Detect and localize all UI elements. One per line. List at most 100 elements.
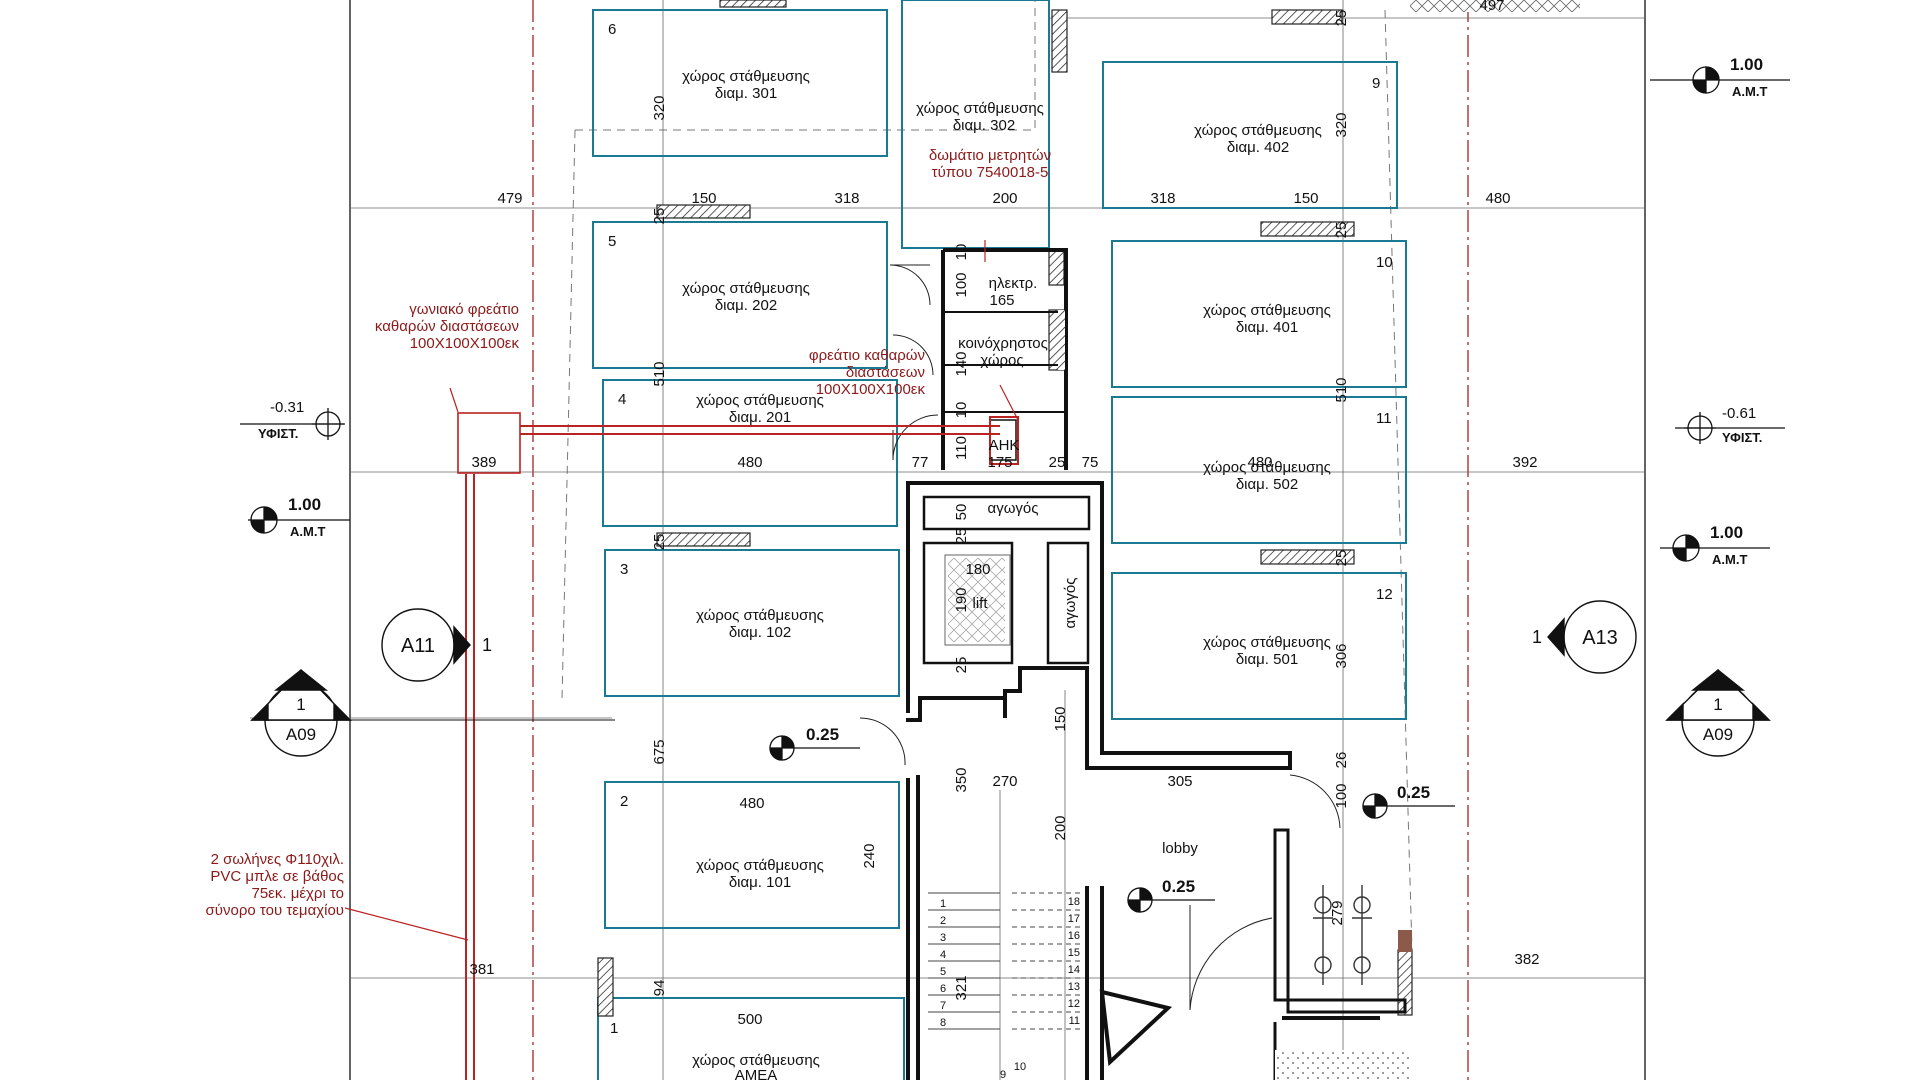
- parking-owner: διαμ. 501: [1236, 651, 1298, 668]
- hatched-band: [1410, 0, 1580, 12]
- dimension-label: 200: [1052, 815, 1069, 840]
- parking-number: 4: [618, 391, 626, 408]
- dimension-label: 497: [1479, 0, 1504, 14]
- level-marker-amt-right: [1660, 534, 1770, 562]
- parking-number: 2: [620, 793, 628, 810]
- dimension-label: 10: [953, 402, 970, 419]
- level-marker-amt-left: [248, 506, 350, 534]
- level-value: 0.25: [1162, 877, 1195, 896]
- dimension-label: 480: [1485, 190, 1510, 207]
- dimensions: 479 150 318 200 318 150 480 497 389 480 …: [469, 0, 1539, 1080]
- stair-step-number: 17: [1068, 913, 1080, 925]
- level-label: ΥΦΙΣΤ.: [258, 426, 298, 441]
- room-elec-label: ηλεκτρ.: [989, 275, 1038, 292]
- parking-label: χώρος στάθμευσης: [696, 607, 824, 624]
- lobby-label: lobby: [1162, 840, 1198, 857]
- parking-owner: διαμ. 402: [1227, 139, 1289, 156]
- dimension-label: 270: [992, 773, 1017, 790]
- room-labels: ηλεκτρ. 165 κοινόχρηστος χώρος ΑΗΚ 175 α…: [958, 275, 1198, 857]
- parking-label: χώρος στάθμευσης: [696, 857, 824, 874]
- section-sheet-number: 1: [1532, 627, 1542, 647]
- stair-step-number: 13: [1068, 981, 1080, 993]
- dimension-label: 75: [1082, 454, 1099, 471]
- parking-number: 10: [1376, 254, 1393, 271]
- stair-step-number: 1: [940, 898, 946, 910]
- level-texts: 1.00 Α.Μ.Τ 1.00 Α.Μ.Τ 1.00 Α.Μ.Τ -0.31 Υ…: [258, 55, 1767, 896]
- dimension-label: 510: [651, 361, 668, 386]
- lift-label: lift: [973, 595, 989, 612]
- parking-owner: διαμ. 502: [1236, 476, 1298, 493]
- room-common-label-2: χώρος: [980, 352, 1023, 369]
- bicycle-icon: [1313, 885, 1372, 985]
- stair-step-number: 14: [1068, 964, 1080, 976]
- dimension-label: 150: [1293, 190, 1318, 207]
- dimension-label: 9: [1000, 1069, 1006, 1080]
- parking-label: χώρος στάθμευσης: [1194, 122, 1322, 139]
- dimension-label: 100: [1333, 783, 1350, 808]
- dimension-label: 675: [651, 739, 668, 764]
- dimension-label: 150: [691, 190, 716, 207]
- section-marker-a11: [381, 608, 471, 682]
- dimension-label: 10: [953, 244, 970, 261]
- level-value: 0.25: [806, 725, 839, 744]
- level-value: -0.31: [270, 399, 304, 416]
- section-marker-a09-left: [250, 668, 615, 757]
- dimension-label: 25: [1333, 222, 1350, 239]
- section-marker-a13: [1547, 600, 1637, 674]
- note-pit-2: διαστάσεων: [846, 364, 925, 381]
- dimension-label: 180: [965, 561, 990, 578]
- dimension-label: 480: [737, 454, 762, 471]
- level-value: -0.61: [1722, 405, 1756, 422]
- note-corner-pit-2: καθαρών διαστάσεων: [375, 318, 519, 335]
- dimension-label: 140: [953, 351, 970, 376]
- section-sheet-number: 1: [1713, 695, 1722, 714]
- stair-step-number: 11: [1069, 1015, 1080, 1027]
- parking-owner: διαμ. 202: [715, 297, 777, 314]
- parking-number: 12: [1376, 586, 1393, 603]
- section-ref: Α13: [1582, 627, 1618, 649]
- parking-label: χώρος στάθμευσης: [1203, 459, 1331, 476]
- annotations: δωμάτιο μετρητών τύπου 7540018-5 γωνιακό…: [206, 147, 1052, 919]
- note-corner-pit-3: 100Χ100Χ100εκ: [410, 335, 520, 352]
- parking-owner: διαμ. 301: [715, 85, 777, 102]
- parking-label: χώρος στάθμευσης: [1203, 302, 1331, 319]
- dimension-label: 240: [861, 843, 878, 868]
- level-value: 1.00: [1730, 55, 1763, 74]
- note-pipes-4: σύνορο του τεμαχίου: [206, 902, 344, 919]
- level-marker-025-b: [1362, 793, 1455, 819]
- parking-label: χώρος στάθμευσης: [916, 100, 1044, 117]
- dimension-label: 500: [737, 1011, 762, 1028]
- dimension-label: 50: [953, 504, 970, 521]
- level-markers: [240, 66, 1790, 913]
- note-corner-pit: γωνιακό φρεάτιο: [409, 301, 519, 318]
- doors: [859, 264, 1341, 1011]
- lift-hatch: [948, 558, 1005, 642]
- dimension-label: 25: [651, 534, 668, 551]
- parking-owner: διαμ. 101: [729, 874, 791, 891]
- dimension-label: 25: [1333, 10, 1350, 27]
- room-ahk-label: ΑΗΚ: [989, 437, 1020, 454]
- note-pipes: 2 σωλήνες Φ110χιλ.: [211, 851, 344, 868]
- stair-landing: [1099, 989, 1173, 1067]
- stair-step-number: 7: [940, 1000, 946, 1012]
- parking-label: χώρος στάθμευσης: [696, 392, 824, 409]
- note-pipes-2: PVC μπλε σε βάθος: [210, 868, 344, 885]
- dimension-label: 200: [992, 190, 1017, 207]
- dimension-label: 150: [1052, 706, 1069, 731]
- section-markers: [250, 600, 1771, 757]
- room-elec-number: 165: [989, 292, 1014, 309]
- bin-icon: [1398, 930, 1412, 952]
- level-marker-025-a: [769, 735, 860, 761]
- dimension-label: 306: [1333, 643, 1350, 668]
- level-label: Α.Μ.Τ: [1732, 84, 1767, 99]
- boundary-lines: [250, 0, 1646, 1080]
- dimension-label: 350: [953, 767, 970, 792]
- dimension-label: 321: [953, 975, 970, 1000]
- parking-owner: διαμ. 102: [729, 624, 791, 641]
- dimension-label: 10: [1014, 1061, 1026, 1073]
- stair-step-number: 8: [940, 1017, 946, 1029]
- room-common-label: κοινόχρηστος: [958, 335, 1048, 352]
- dimension-label: 318: [1150, 190, 1175, 207]
